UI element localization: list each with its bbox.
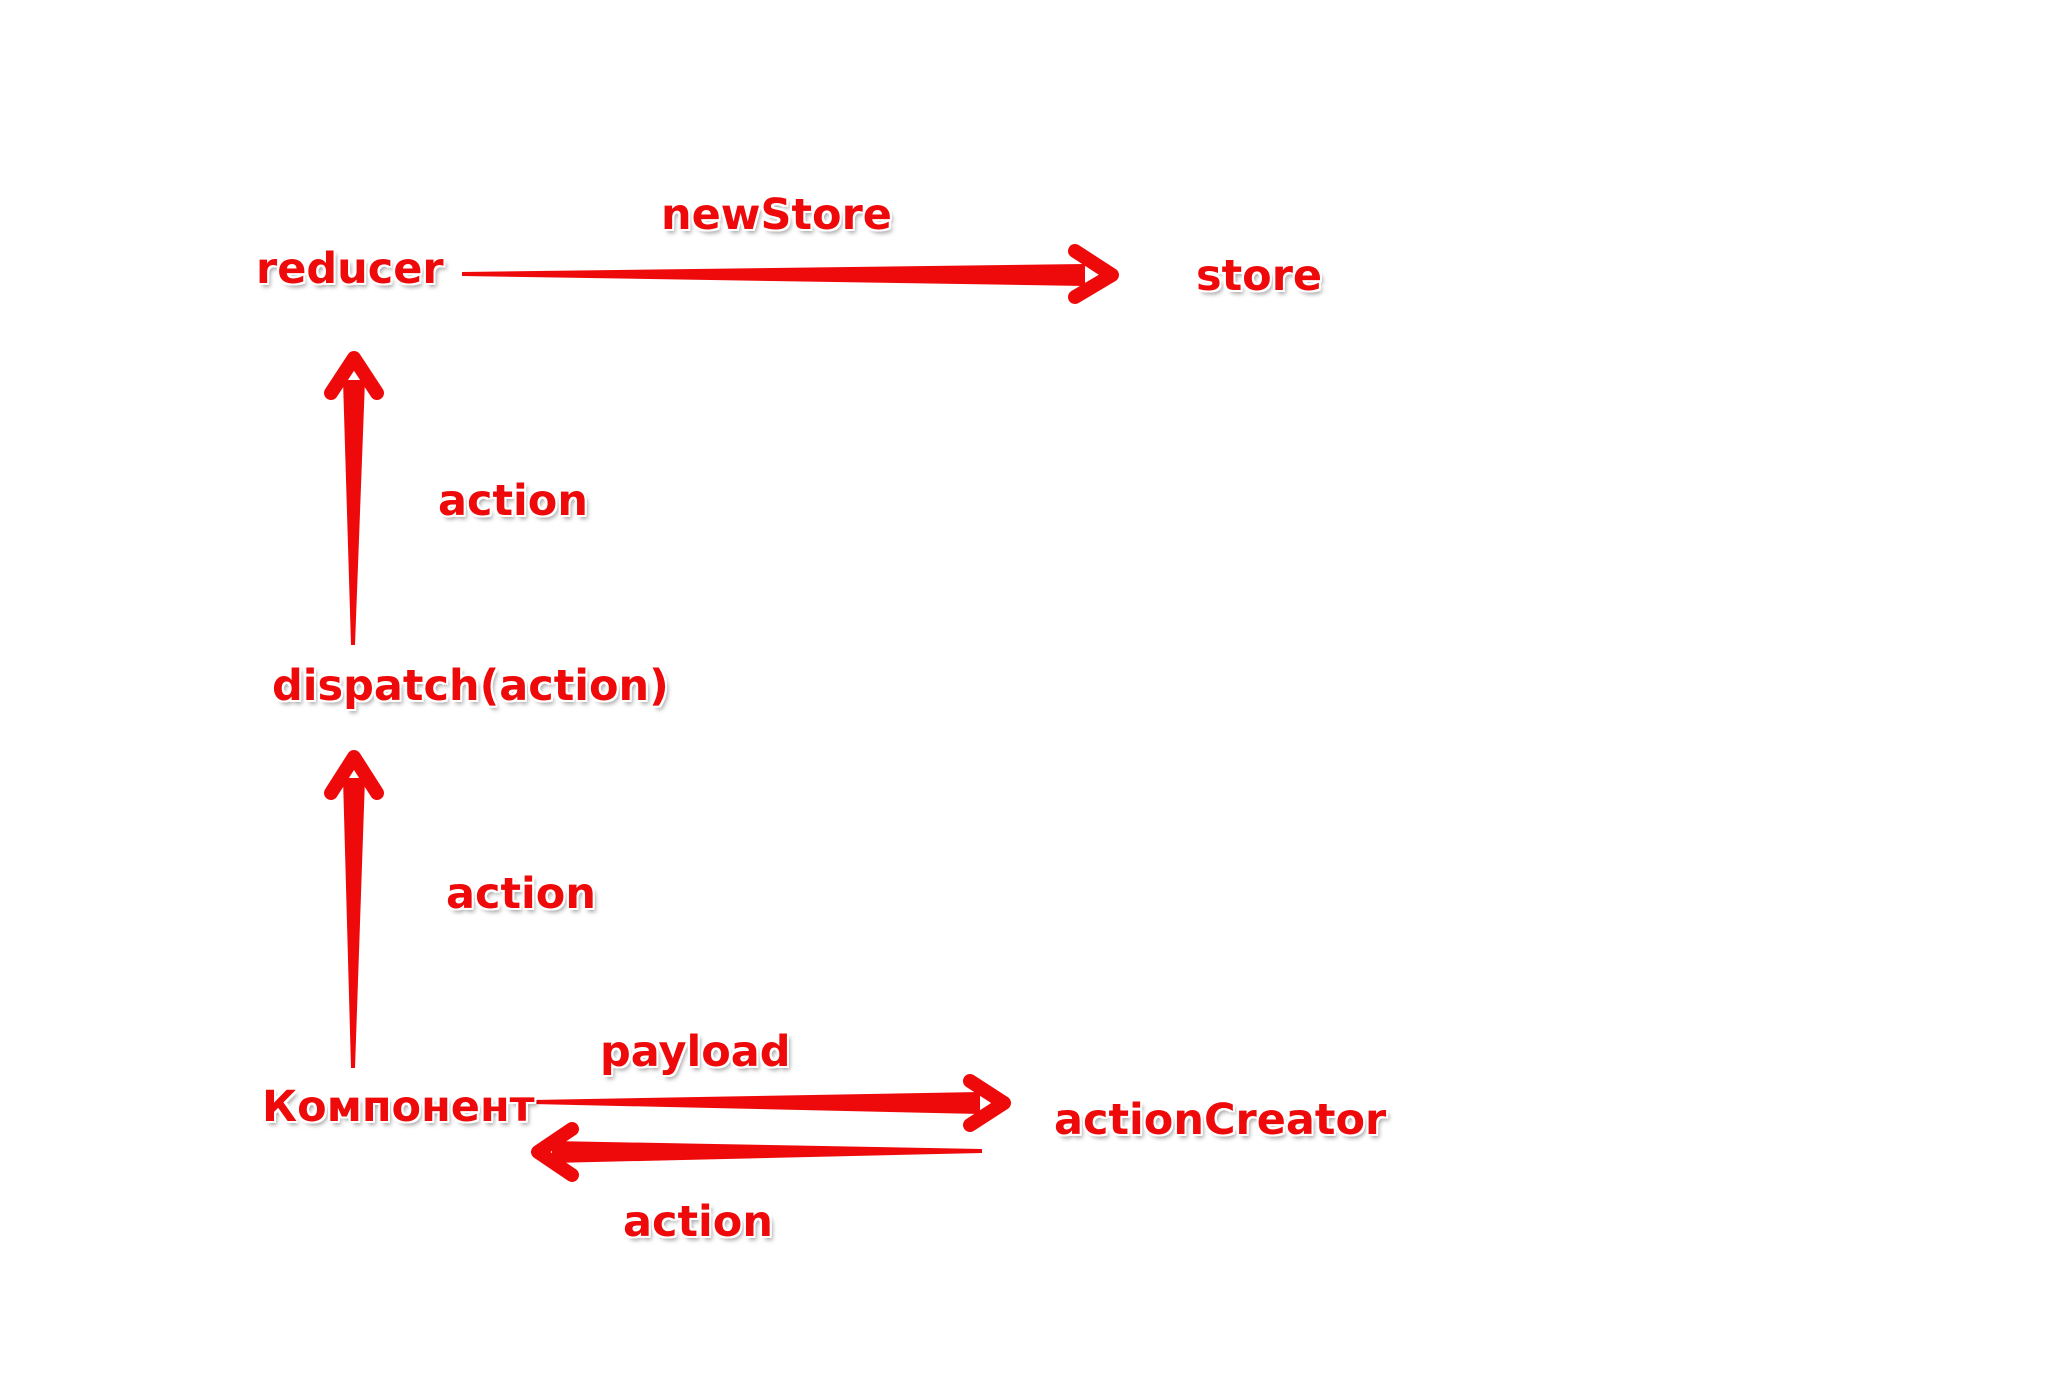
edge-label-dispatch-action: action	[438, 476, 588, 526]
edge-label-new-store: newStore	[661, 190, 892, 240]
node-dispatch: dispatch(action)	[272, 661, 669, 711]
node-action-creator: actionCreator	[1054, 1095, 1387, 1145]
arrow-component-to-action-creator	[532, 1074, 1011, 1132]
arrow-component-to-dispatch	[324, 750, 384, 1068]
edge-label-component-action: action	[446, 869, 596, 919]
node-component: Компонент	[262, 1082, 535, 1132]
arrow-action-creator-to-component	[531, 1122, 982, 1182]
arrow-reducer-to-store	[462, 244, 1119, 304]
node-reducer: reducer	[256, 244, 444, 294]
node-store: store	[1196, 251, 1323, 301]
edge-label-creator-action: action	[623, 1197, 773, 1247]
edge-label-payload: payload	[600, 1027, 791, 1077]
arrow-dispatch-to-reducer	[324, 351, 384, 645]
